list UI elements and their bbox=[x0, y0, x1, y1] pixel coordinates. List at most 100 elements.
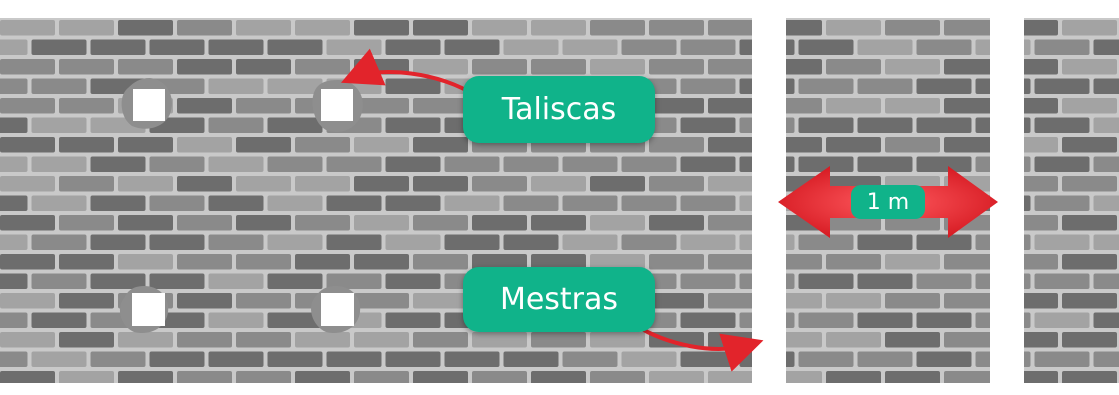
brick bbox=[857, 117, 913, 133]
brick bbox=[1093, 234, 1119, 250]
brick bbox=[916, 351, 972, 367]
brick bbox=[916, 39, 972, 55]
brick bbox=[267, 156, 323, 172]
brick bbox=[208, 156, 264, 172]
brick bbox=[177, 98, 232, 114]
brick bbox=[31, 117, 87, 133]
brick bbox=[680, 39, 736, 55]
brick bbox=[413, 59, 468, 75]
brick bbox=[208, 195, 264, 211]
brick bbox=[621, 39, 677, 55]
brick bbox=[31, 195, 87, 211]
brick bbox=[31, 78, 87, 94]
brick bbox=[798, 234, 854, 250]
brick bbox=[413, 98, 468, 114]
brick bbox=[621, 234, 677, 250]
brick bbox=[177, 254, 232, 270]
brick bbox=[826, 254, 881, 270]
brick bbox=[149, 351, 205, 367]
brick bbox=[531, 215, 586, 231]
brick bbox=[1062, 332, 1117, 348]
brick bbox=[680, 351, 736, 367]
brick bbox=[798, 78, 854, 94]
brick bbox=[354, 98, 409, 114]
brick bbox=[295, 215, 350, 231]
brick bbox=[31, 39, 87, 55]
brick bbox=[59, 215, 114, 231]
brick bbox=[267, 312, 323, 328]
brick bbox=[118, 332, 173, 348]
brick bbox=[385, 117, 441, 133]
brick bbox=[0, 176, 55, 192]
brick bbox=[413, 137, 468, 153]
brick bbox=[826, 332, 881, 348]
brick bbox=[90, 156, 146, 172]
brick bbox=[1093, 273, 1119, 289]
brick bbox=[826, 59, 881, 75]
brick bbox=[708, 176, 763, 192]
brick bbox=[90, 39, 146, 55]
brick bbox=[885, 254, 940, 270]
brick bbox=[708, 59, 763, 75]
brick bbox=[59, 293, 114, 309]
brick bbox=[1093, 156, 1119, 172]
brick bbox=[826, 293, 881, 309]
brick bbox=[90, 234, 146, 250]
brick bbox=[472, 332, 527, 348]
brick bbox=[708, 215, 763, 231]
brick bbox=[826, 137, 881, 153]
brick bbox=[0, 78, 28, 94]
brick bbox=[118, 59, 173, 75]
brick bbox=[798, 39, 854, 55]
brick bbox=[1062, 20, 1117, 36]
brick bbox=[295, 176, 350, 192]
brick bbox=[208, 273, 264, 289]
brick bbox=[1034, 117, 1090, 133]
brick bbox=[649, 20, 704, 36]
brick bbox=[503, 195, 559, 211]
brick bbox=[413, 215, 468, 231]
brick bbox=[208, 351, 264, 367]
brick bbox=[562, 234, 618, 250]
brick bbox=[0, 293, 55, 309]
brick bbox=[295, 59, 350, 75]
brick bbox=[1034, 273, 1090, 289]
brick bbox=[0, 332, 55, 348]
brick bbox=[59, 98, 114, 114]
brick bbox=[0, 371, 55, 383]
brick bbox=[621, 195, 677, 211]
brick bbox=[177, 59, 232, 75]
brick bbox=[326, 234, 382, 250]
brick bbox=[0, 351, 28, 367]
brick bbox=[472, 176, 527, 192]
brick bbox=[1062, 98, 1117, 114]
brick bbox=[621, 351, 677, 367]
brick bbox=[177, 332, 232, 348]
brick bbox=[326, 156, 382, 172]
brick bbox=[1062, 215, 1117, 231]
brick bbox=[649, 371, 704, 383]
brick bbox=[944, 137, 999, 153]
brick bbox=[118, 254, 173, 270]
brick bbox=[798, 117, 854, 133]
brick bbox=[59, 371, 114, 383]
brick bbox=[295, 254, 350, 270]
mestra-strip bbox=[990, 10, 1024, 393]
brick bbox=[267, 234, 323, 250]
distance-label: 1 m bbox=[851, 185, 925, 219]
brick bbox=[0, 59, 55, 75]
brick bbox=[0, 254, 55, 270]
brick bbox=[708, 293, 763, 309]
brick bbox=[503, 156, 559, 172]
brick bbox=[326, 351, 382, 367]
brick bbox=[680, 234, 736, 250]
brick bbox=[708, 20, 763, 36]
brick bbox=[531, 59, 586, 75]
brick bbox=[590, 59, 645, 75]
brick bbox=[680, 117, 736, 133]
brick bbox=[680, 195, 736, 211]
brick bbox=[708, 254, 763, 270]
brick bbox=[472, 371, 527, 383]
brick bbox=[413, 20, 468, 36]
